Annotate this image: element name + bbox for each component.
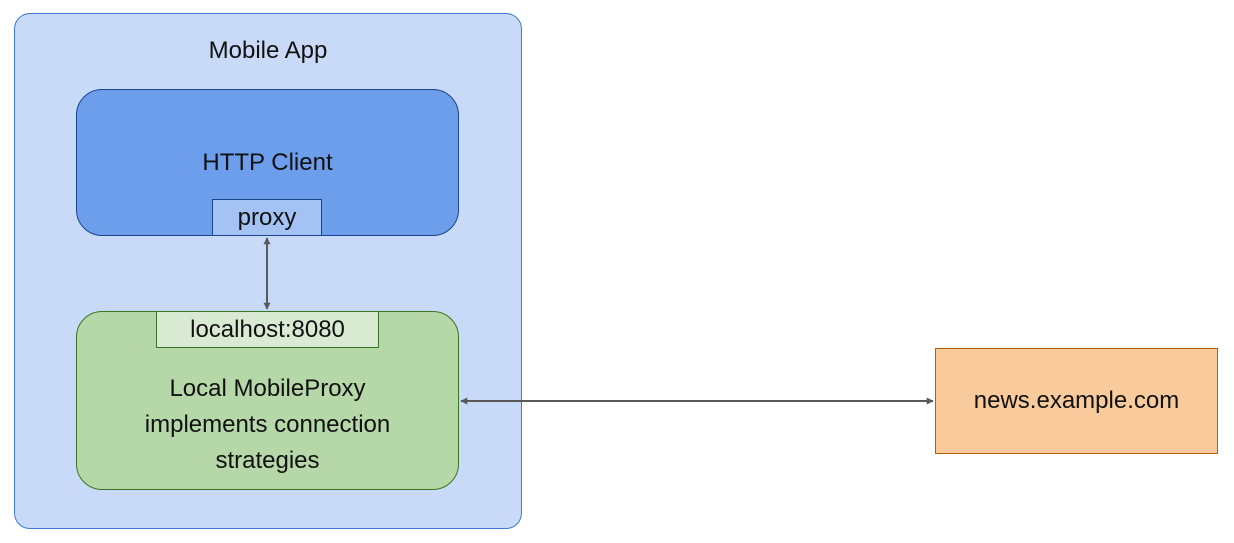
port-tab: localhost:8080 <box>156 311 379 348</box>
http-client-label: HTTP Client <box>202 149 333 176</box>
local-mobileproxy-line-2: implements connection <box>144 411 391 438</box>
server-label: news.example.com <box>973 387 1180 414</box>
local-mobileproxy-line-3: strategies <box>215 447 320 474</box>
proxy-tab: proxy <box>212 199 322 236</box>
proxy-tab-label: proxy <box>237 204 297 231</box>
mobile-app-label: Mobile App <box>208 37 328 64</box>
local-mobileproxy-label: Local MobileProxy implements connection … <box>77 371 458 479</box>
local-mobileproxy-line-1: Local MobileProxy <box>169 375 366 402</box>
local-mobileproxy-box: Local MobileProxy implements connection … <box>76 311 459 490</box>
server-box: news.example.com <box>935 348 1218 454</box>
port-tab-label: localhost:8080 <box>190 316 345 343</box>
